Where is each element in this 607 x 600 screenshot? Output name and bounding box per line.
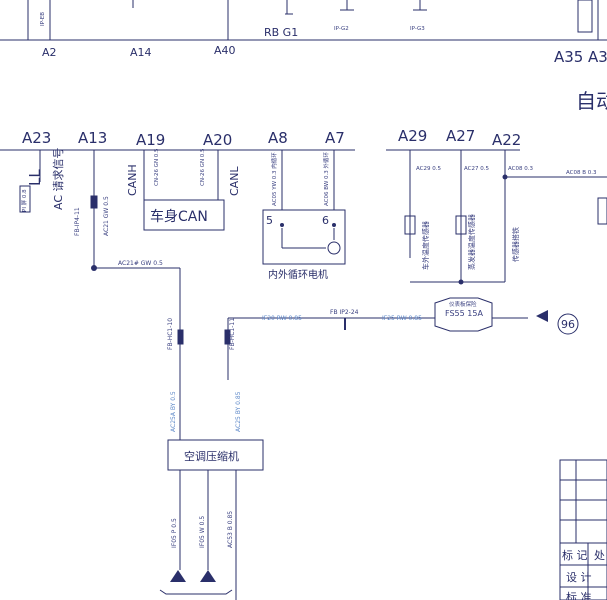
sensor-junction-1 [458,279,464,285]
title-block-design: 设 计 [566,571,592,584]
left-label-fb: FB-IP4-11 [74,207,81,236]
fuse-wire-b: IF25 RW 0.85 [382,315,422,322]
left-label-ll: LL [26,169,44,186]
ground-label-3: IP-G3 [410,26,425,32]
left-label-ac21: AC21 GW 0.5 [103,196,110,236]
canl-label: CANL [228,166,241,196]
pin-a22: A22 [492,131,521,149]
sensor-2-wire: AC27 0.5 [464,166,490,172]
can-wire-l: CN-26 GN 0.5 [200,148,206,186]
top-pin-a40: A40 [214,44,236,57]
pin-a27: A27 [446,127,475,145]
left-label-pi: PI 屏 0.8 [21,189,28,212]
motor-pin-left: 5 [266,214,273,227]
section-title: 自动 [576,89,607,113]
sensor-right-wire: AC08 B 0.3 [566,170,597,176]
pin-a7: A7 [325,129,345,147]
sensor-2-label: 蒸发器温度传感器 [467,214,476,270]
top-pin-a14: A14 [130,46,152,59]
ground-label-2: IP-G2 [334,26,349,32]
left-component [19,150,181,300]
pin-a20: A20 [203,131,232,149]
top-strip [0,0,607,41]
top-pin-a2: A2 [42,46,57,59]
fuse-line [227,297,528,380]
pin-a19: A19 [136,131,165,149]
compressor-wire-right: AC25 BY 0.85 [235,391,242,432]
sensor-junction-2 [502,174,508,180]
motor-box-label: 内外循环电机 [268,268,328,281]
sensor-3-label: 传感器搭铁 [511,227,520,262]
fuse-circle-number: 96 [561,318,575,331]
fuse-connector: FB IP2-24 [330,309,359,316]
compressor-wire-left: AC25A BY 0.5 [170,391,177,432]
fuse-id: FS55 15A [445,309,483,318]
compressor-wires [159,300,264,600]
sensor-3-wire: AC08 0.3 [508,166,534,172]
title-block-col2: 处 [594,549,605,562]
compressor-out-2: IF05 W 0.5 [199,516,206,548]
sensor-1-wire: AC29 0.5 [416,166,442,172]
motor-wire-left: AC05 YW 0.3 内循环 [270,152,278,206]
compressor-box-label: 空调压缩机 [184,449,239,463]
pin-a8: A8 [268,129,288,147]
fuse-arrow [536,310,548,322]
pin-a29: A29 [398,127,427,145]
sensor-wires [404,150,607,283]
can-wire-h: CN-26 GN 0.5 [154,148,160,186]
canh-label: CANH [126,164,139,196]
compressor-arrow-2 [200,570,216,582]
motor-pin-5-dot [280,223,284,227]
fuse-circle [557,313,579,335]
top-pin-a35: A35 [554,48,583,66]
compressor-conn-right: FB-HC1-11 [229,318,236,350]
motor-wires [262,150,346,265]
can-wires [143,150,225,231]
compressor-arrow-1 [170,570,186,582]
fuse-title: 仪表板保险 [449,300,477,308]
compressor-out-3: AC53 B 0.85 [227,511,234,548]
pin-a13: A13 [78,129,107,147]
fuse-wire-a: IF20 RW 0.85 [262,315,302,322]
left-label-ac-request: AC 请求信号 [52,147,65,210]
motor-pin-right: 6 [322,214,329,227]
compressor-out-1: IF05 P 0.5 [171,518,178,548]
compressor-conn-left: FB-HC1-10 [167,318,174,350]
sensor-1-label: 车外温度传感器 [421,221,430,270]
junction-wire-label: AC21# GW 0.5 [118,260,163,267]
top-left-edge-label: IP-EB [40,12,46,26]
title-block-standard: 标 准 [566,590,592,600]
pin-a23: A23 [22,129,51,147]
motor-pin-6-dot [332,223,336,227]
junction-dot [91,265,97,271]
title-block-grid [559,459,607,600]
title-block-mark: 标 记 [562,548,588,562]
top-pin-a3: A3 [588,48,607,66]
motor-wire-right: AC06 BW 0.3 外循环 [322,151,330,206]
ground-label-1: RB G1 [264,26,298,39]
can-box-label: 车身CAN [150,208,208,225]
